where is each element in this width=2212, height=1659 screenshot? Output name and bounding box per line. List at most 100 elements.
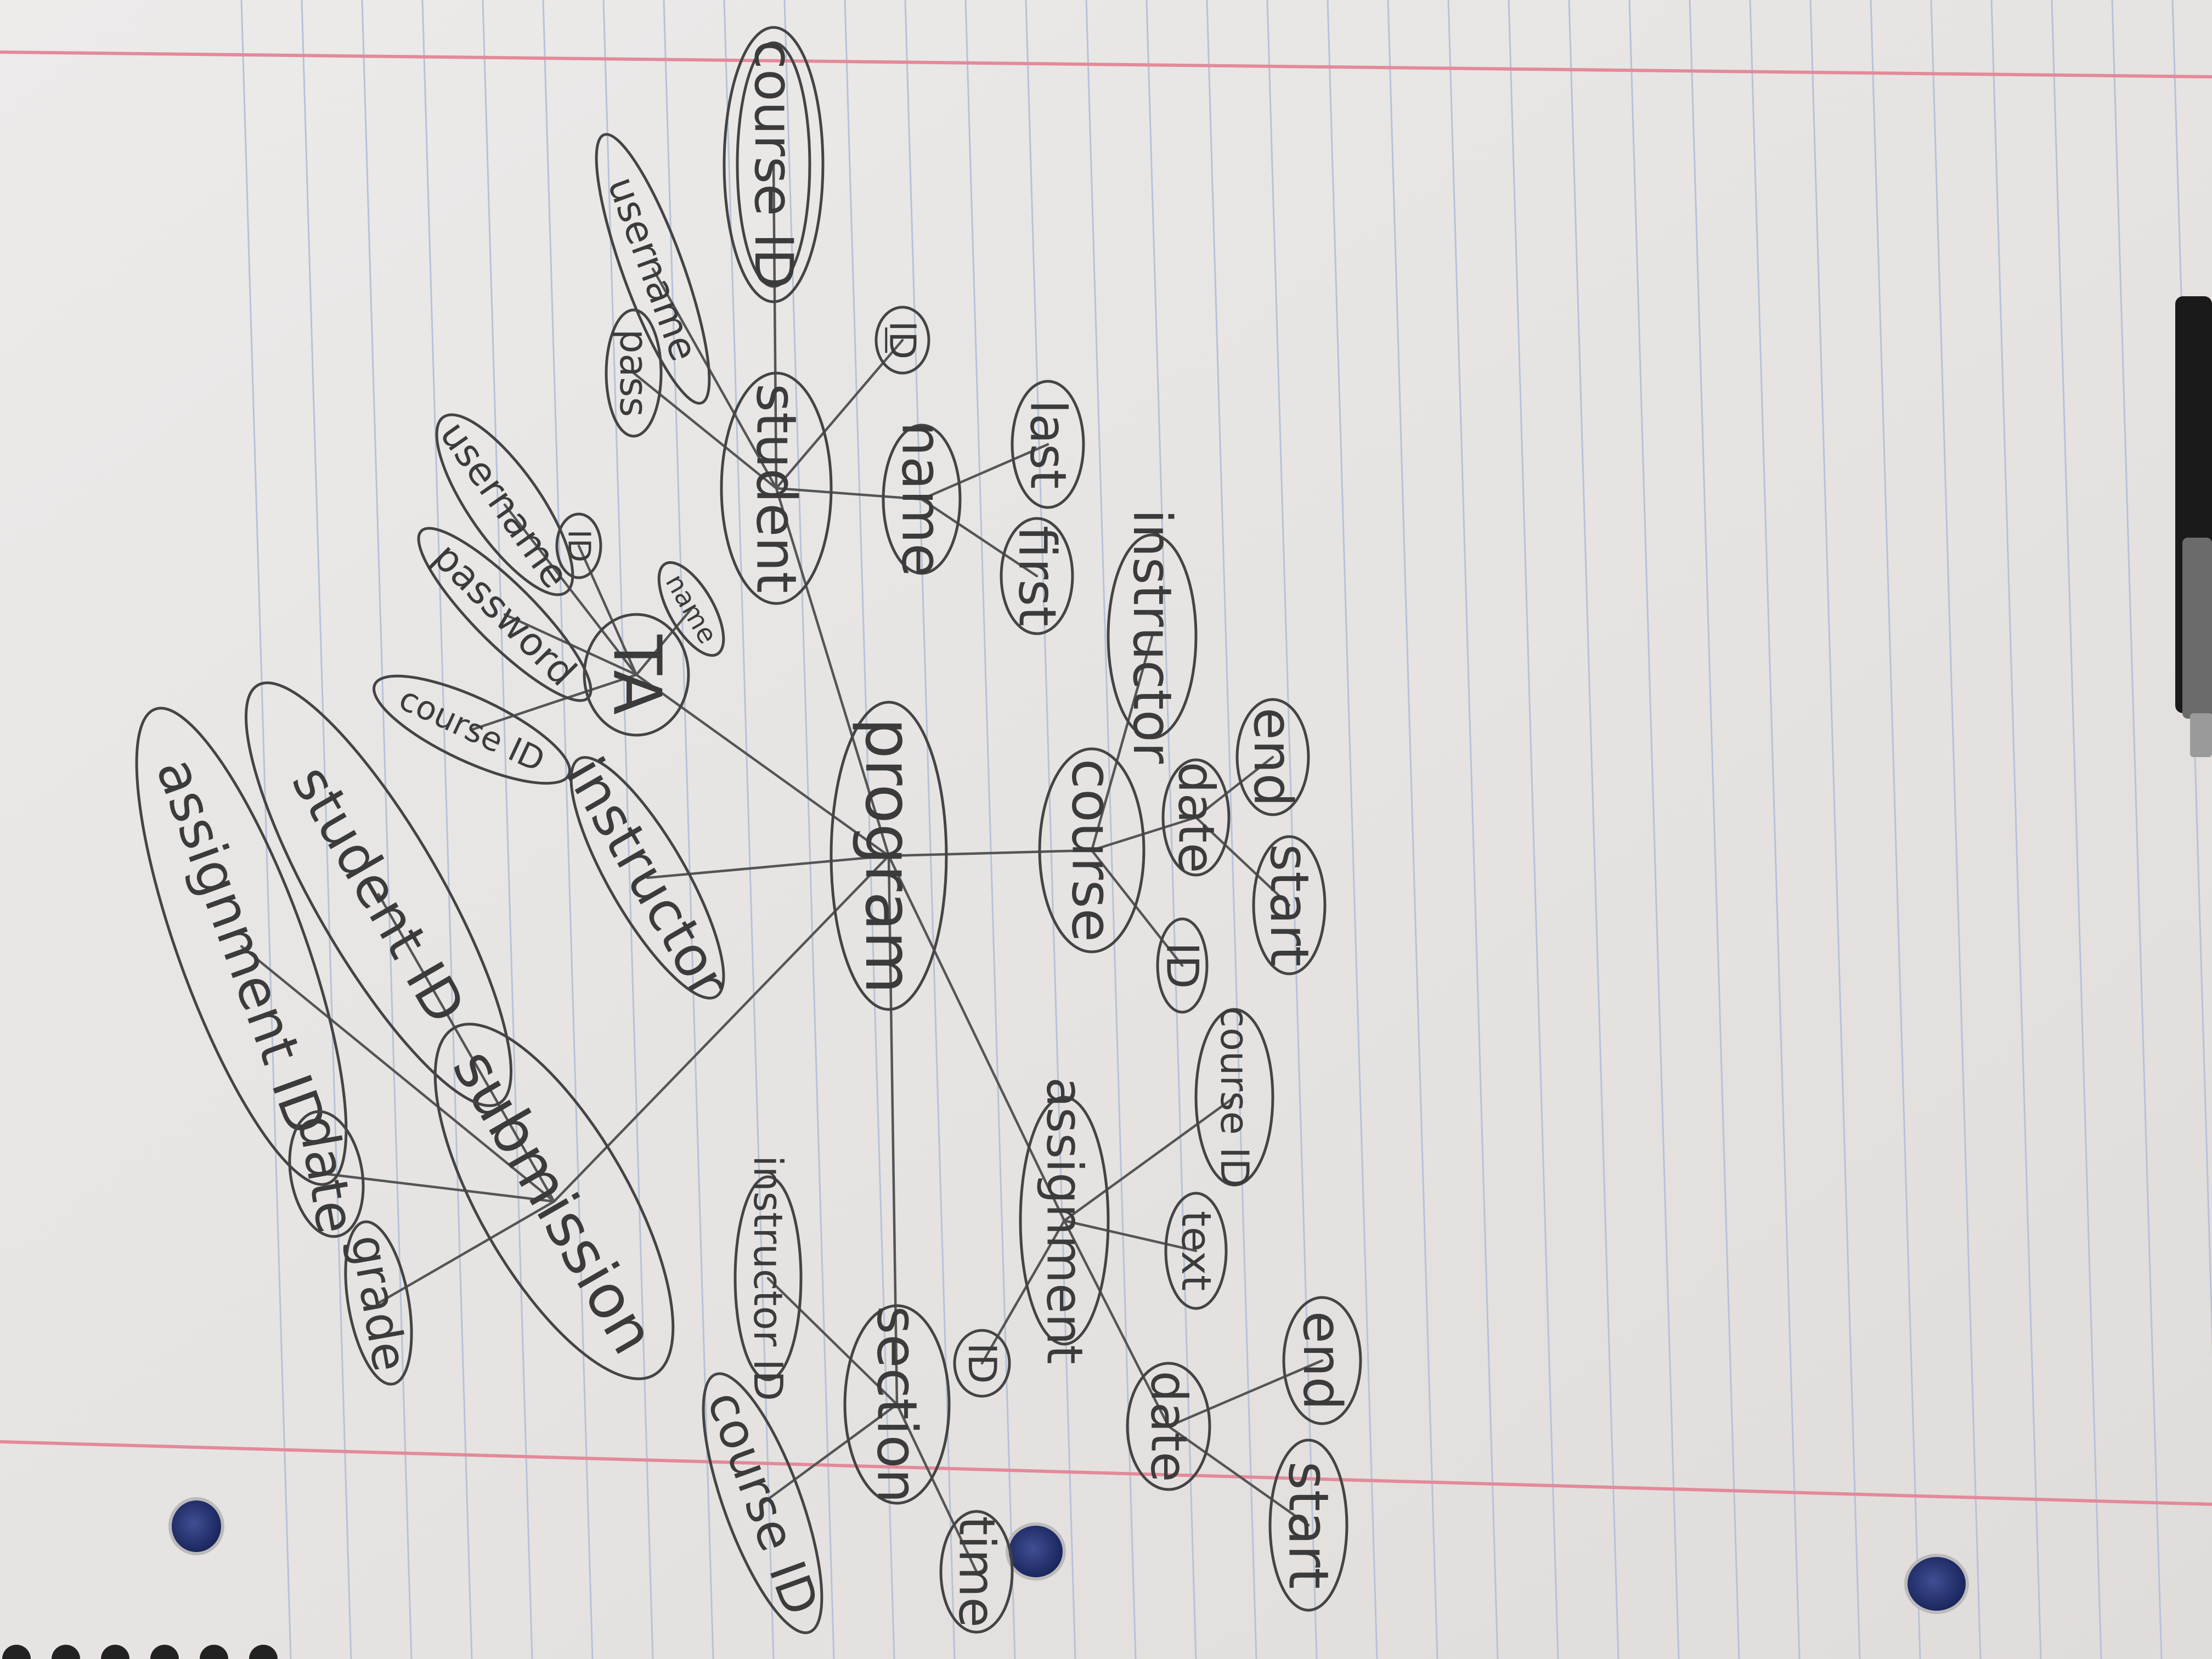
margin-line-bottom xyxy=(0,1440,2212,1506)
node-label: date xyxy=(1167,762,1225,873)
attribute-ellipse xyxy=(1268,1438,1348,1612)
rule-line xyxy=(1508,0,1559,1659)
binder-hole-right xyxy=(1904,1554,1969,1614)
entity-ellipse xyxy=(720,371,833,605)
node-label: time xyxy=(948,1516,1006,1627)
edge-ta-ta_username xyxy=(503,503,638,676)
edge-program-section xyxy=(887,854,899,1406)
rule-line xyxy=(361,0,413,1659)
inner-ellipse xyxy=(736,41,811,288)
attribute-ellipse xyxy=(1252,835,1327,975)
edge-submission-sub_grade xyxy=(377,1200,556,1305)
rule-line xyxy=(1266,0,1318,1659)
edge-asg_date-asg_date_start xyxy=(1167,1425,1310,1527)
attribute-ellipse xyxy=(245,681,512,1107)
node-asg-course-id: course ID xyxy=(1194,1007,1274,1188)
attribute-ellipse xyxy=(135,707,348,1186)
rule-line xyxy=(964,0,1016,1659)
rule-line xyxy=(542,0,594,1659)
node-course-id: ID xyxy=(1156,917,1209,1014)
binder-hole-center xyxy=(1006,1522,1066,1581)
rule-line xyxy=(1327,0,1378,1659)
rule-line xyxy=(602,0,654,1659)
attribute-ellipse xyxy=(723,26,825,303)
rule-line xyxy=(1447,0,1499,1659)
relationship-lines xyxy=(240,163,1324,1573)
node-asg-date-start: start xyxy=(1268,1438,1348,1612)
node-label: end xyxy=(1242,708,1304,807)
edge-program-course xyxy=(887,849,1093,857)
edge-submission-sub_date xyxy=(325,1172,556,1203)
edge-assignment-asg_date xyxy=(1063,1219,1170,1428)
attribute-ellipse xyxy=(874,306,930,375)
entity-ellipse xyxy=(1038,747,1146,953)
node-label: ID xyxy=(960,1343,1005,1384)
node-label: ID xyxy=(882,321,924,359)
attribute-ellipse xyxy=(1011,380,1085,509)
node-label: course xyxy=(1060,759,1124,942)
entity-ellipse xyxy=(433,1023,675,1380)
rule-line xyxy=(1809,0,1861,1659)
edge-submission-sub_student_id xyxy=(377,893,556,1203)
attribute-ellipse xyxy=(1164,1192,1228,1310)
node-label: end xyxy=(1291,1311,1353,1410)
attribute-ellipse xyxy=(657,561,725,657)
rule-line xyxy=(783,0,835,1659)
attribute-ellipse xyxy=(555,512,602,579)
attribute-ellipse xyxy=(953,1329,1011,1398)
edge-student_name-name_first xyxy=(920,498,1039,578)
attribute-ellipse xyxy=(882,424,962,575)
binder-hole-left xyxy=(168,1497,224,1555)
node-label: name xyxy=(890,421,954,577)
attribute-ellipse xyxy=(939,1510,1014,1634)
attribute-ellipse xyxy=(1161,758,1231,877)
node-label: text xyxy=(1172,1211,1220,1291)
edge-student_name-name_last xyxy=(920,443,1049,501)
attribute-ellipse xyxy=(702,1372,823,1634)
node-label: student xyxy=(744,383,809,593)
node-label: date xyxy=(1140,1371,1198,1482)
rule-line xyxy=(1749,0,1801,1659)
attribute-ellipse xyxy=(605,308,663,438)
rule-line xyxy=(1025,0,1076,1659)
entity-ellipse xyxy=(569,756,725,1000)
rule-line xyxy=(301,0,352,1659)
edge-student-student_id xyxy=(775,338,904,490)
node-ta-id: ID xyxy=(555,512,602,579)
edge-course-course_instructor xyxy=(1090,635,1154,852)
rule-line xyxy=(1990,0,2042,1659)
attribute-ellipse xyxy=(595,133,711,405)
rule-line xyxy=(2111,0,2163,1659)
rule-line xyxy=(2171,0,2212,1355)
node-asg-date: date xyxy=(1126,1362,1211,1491)
edge-program-ta xyxy=(635,673,890,857)
edge-assignment-asg_text xyxy=(1063,1219,1198,1252)
node-name-first: first xyxy=(1000,517,1074,635)
node-label: course ID xyxy=(743,40,804,289)
rule-line xyxy=(1387,0,1438,1659)
node-label: instructor ID xyxy=(745,1155,791,1401)
rule-line xyxy=(1628,0,1680,1659)
edge-student-student_pass xyxy=(632,371,778,490)
node-label: assignment xyxy=(1036,1077,1093,1364)
node-student-pass: pass xyxy=(605,308,663,438)
rule-line xyxy=(663,0,714,1659)
rule-line xyxy=(482,0,533,1659)
edge-asg_date-asg_date_end xyxy=(1167,1359,1324,1428)
rule-line xyxy=(1870,0,1921,1659)
edge-program-assignment xyxy=(887,854,1066,1222)
entity-ellipse xyxy=(830,701,948,1011)
node-student-name: name xyxy=(882,421,962,577)
node-name-last: last xyxy=(1011,380,1085,509)
attribute-ellipse xyxy=(1282,1296,1362,1425)
edge-student-student_course_id xyxy=(772,163,778,490)
edge-course-course_id xyxy=(1090,849,1184,967)
rule-line xyxy=(723,0,775,1659)
node-course-instructor: instructor xyxy=(1107,509,1198,764)
node-program: program xyxy=(830,701,948,1011)
attribute-ellipse xyxy=(1107,533,1198,740)
attribute-ellipse xyxy=(373,674,571,785)
edge-course_date-course_date_end xyxy=(1194,755,1274,819)
rule-line xyxy=(1206,0,1257,1659)
